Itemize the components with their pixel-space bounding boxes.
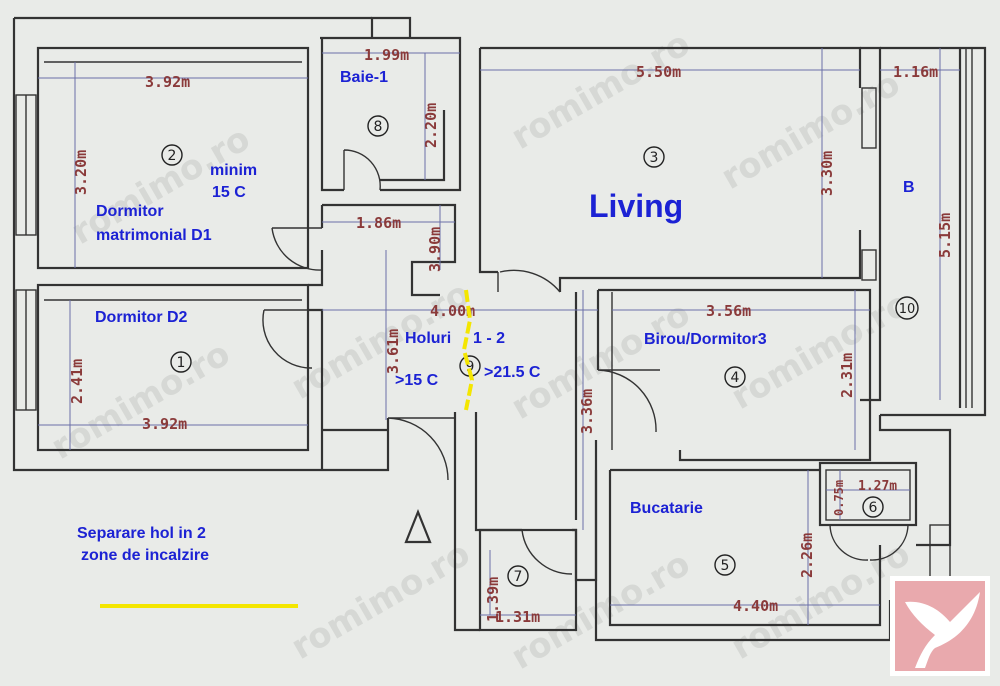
doors [262, 149, 909, 575]
dim-bath-height: 2.20m [422, 103, 440, 148]
door-bath [343, 149, 381, 191]
watermark: romimo.ro [285, 534, 477, 668]
dim-bedroom-2-width: 3.92m [145, 73, 190, 91]
dim-balcony-height: 5.15m [936, 213, 954, 258]
label-hall-temp-right: >21.5 C [484, 364, 541, 381]
dim-office-height: 2.31m [838, 353, 856, 398]
note-bedroom-2-line1: minim [210, 162, 257, 179]
watermark: romimo.ro [725, 284, 917, 418]
svg-text:5: 5 [721, 558, 730, 574]
svg-text:7: 7 [514, 569, 523, 585]
room-number-7: 7 [507, 565, 529, 587]
dim-bedroom-1-height: 2.41m [68, 359, 86, 404]
label-kitchen: Bucatarie [630, 500, 703, 517]
brand-logo [890, 576, 990, 676]
dim-pantry-height: 0.75m [832, 480, 846, 516]
dim-kitchen-height: 2.26m [798, 533, 816, 578]
room-number-8: 8 [367, 115, 389, 137]
door-living [497, 269, 561, 293]
walls [12, 16, 987, 642]
dim-office-width: 3.56m [706, 302, 751, 320]
dim-hall-upper-width: 1.86m [356, 214, 401, 232]
label-bath: Baie-1 [340, 69, 388, 86]
label-balcony: B [903, 179, 915, 196]
room-number-10: 10 [895, 296, 919, 320]
door-bedroom-1 [262, 309, 313, 369]
dim-bedroom-1-width: 3.92m [142, 415, 187, 433]
watermark: romimo.ro [505, 24, 697, 158]
room-number-5: 5 [714, 554, 736, 576]
dim-hall-height: 3.61m [384, 329, 402, 374]
dim-bath-width: 1.99m [364, 46, 409, 64]
dim-storage-width: 1.31m [495, 608, 540, 626]
label-bedroom-2-line2: matrimonial D1 [96, 227, 212, 244]
dim-living-width: 5.50m [636, 63, 681, 81]
svg-text:9: 9 [466, 359, 475, 375]
note-bedroom-2-line2: 15 C [212, 184, 246, 201]
bird-logo-icon [905, 592, 980, 668]
dim-living-height: 3.30m [818, 151, 836, 196]
dim-kitchen-width: 4.40m [733, 597, 778, 615]
svg-text:8: 8 [374, 119, 383, 135]
label-hall-suffix: 1 - 2 [473, 330, 505, 347]
room-number-3: 3 [643, 146, 665, 168]
room-number-6: 6 [862, 496, 884, 518]
room-numbers: 2 1 8 3 10 9 4 7 5 6 [161, 115, 919, 587]
watermark: romimo.ro [715, 64, 907, 198]
door-pantry [829, 524, 909, 561]
dim-hall-upper-height: 3.90m [426, 227, 444, 272]
svg-text:2: 2 [168, 148, 177, 164]
dim-bedroom-2-height: 3.20m [72, 150, 90, 195]
room-number-2: 2 [161, 144, 183, 166]
watermark: romimo.ro [505, 294, 697, 428]
north-arrow-icon [404, 509, 432, 544]
legend: Separare hol in 2 zone de incalzire [77, 525, 298, 608]
svg-text:10: 10 [899, 302, 916, 317]
label-office: Birou/Dormitor3 [644, 331, 767, 348]
dim-pantry-width: 1.27m [858, 479, 897, 494]
svg-text:1: 1 [177, 355, 186, 371]
dim-hall-width: 4.00m [430, 302, 475, 320]
room-number-1: 1 [170, 351, 192, 373]
heating-zone-divider [461, 289, 475, 411]
door-storage [521, 529, 573, 575]
room-labels: Dormitor matrimonial D1 minim 15 C Dormi… [95, 69, 915, 517]
door-bedroom-2 [271, 227, 323, 271]
dim-balcony-width: 1.16m [893, 63, 938, 81]
label-bedroom-1: Dormitor D2 [95, 309, 188, 326]
legend-line1: Separare hol in 2 [77, 525, 206, 542]
label-hall: Holuri [405, 330, 451, 347]
svg-text:6: 6 [869, 500, 878, 516]
door-office [597, 369, 660, 433]
room-number-4: 4 [724, 366, 746, 388]
dim-corridor-height: 3.36m [578, 389, 596, 434]
dim-storage-height: 1.39m [484, 577, 502, 622]
label-hall-temp-left: >15 C [395, 372, 439, 389]
legend-line2: zone de incalzire [81, 547, 209, 564]
label-living: Living [589, 188, 683, 224]
dimension-lines [38, 48, 960, 625]
svg-text:3: 3 [650, 150, 659, 166]
svg-text:4: 4 [731, 370, 740, 386]
door-entrance [387, 417, 455, 481]
dimension-labels: 3.92m 3.20m 3.92m 2.41m 1.99m 2.20m 1.86… [68, 46, 954, 626]
label-bedroom-2-line1: Dormitor [96, 203, 164, 220]
